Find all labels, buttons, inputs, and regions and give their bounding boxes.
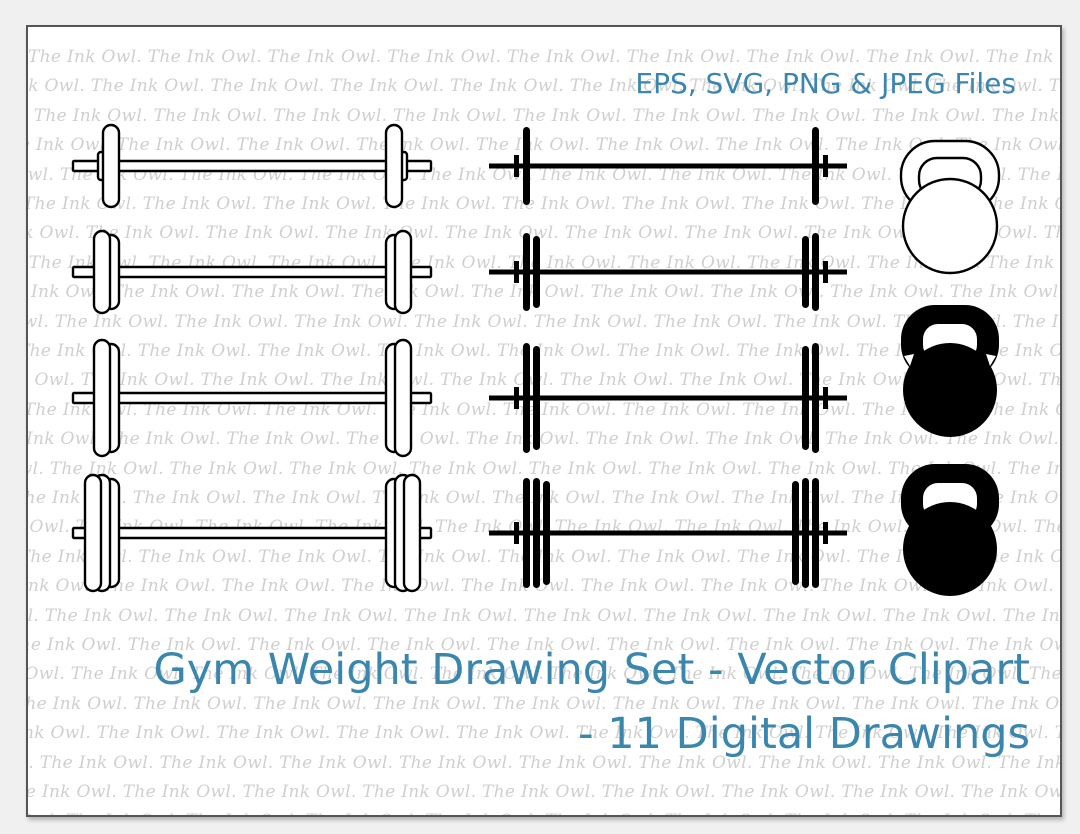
barbell-outline-2-tall-plates-icon: [71, 338, 433, 458]
barbell-solid-2-plates-icon: [489, 233, 847, 311]
barbell-outline-3-plates-icon: [71, 473, 433, 593]
kettlebell-outline-icon: [899, 139, 1001, 275]
product-title-line-2: - 11 Digital Drawings: [578, 709, 1030, 759]
drawings-canvas: [71, 123, 1001, 596]
barbell-solid-2-tall-plates-icon: [489, 343, 847, 453]
barbell-solid-3-plates-icon: [489, 478, 847, 588]
barbell-outline-1-plate-icon: [71, 123, 433, 209]
file-formats-label: EPS, SVG, PNG & JPEG Files: [635, 67, 1016, 100]
product-card: The Ink Owl. The Ink Owl. The Ink Owl. T…: [26, 25, 1062, 817]
kettlebell-solid-icon: [901, 464, 999, 596]
product-title-line-1: Gym Weight Drawing Set - Vector Clipart: [153, 645, 1030, 695]
barbell-solid-1-plate-icon: [489, 127, 847, 205]
kettlebell-solid-highlight-icon: [901, 305, 999, 437]
barbell-outline-2-plates-icon: [71, 229, 433, 315]
